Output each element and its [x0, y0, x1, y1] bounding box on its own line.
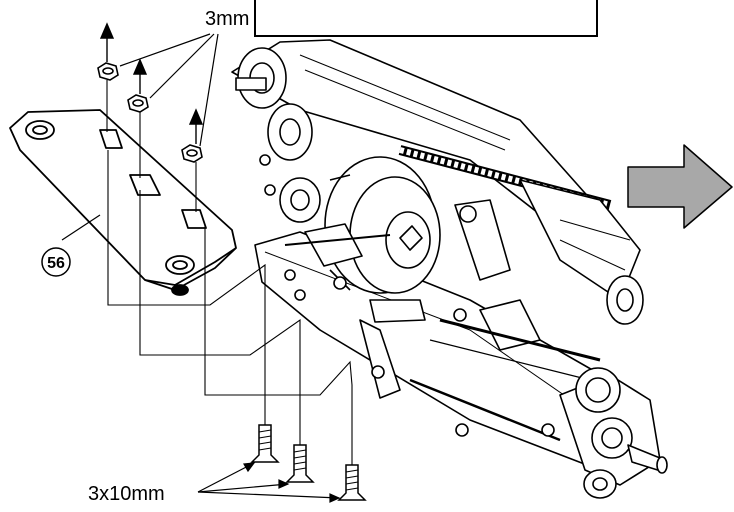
- cover-plate: [9, 109, 237, 296]
- instruction-box: [254, 0, 598, 37]
- nut-size-label: 3mm: [205, 8, 249, 30]
- part-leader-line: [61, 214, 101, 241]
- nut-guide-lines: [106, 80, 197, 212]
- flat-head-screw-icon: [285, 444, 315, 483]
- screw-group: [250, 424, 367, 501]
- part-number-label: 56: [47, 255, 65, 272]
- hex-nut-icon: [97, 62, 119, 81]
- flat-head-screw-icon: [250, 424, 280, 463]
- hex-nut-icon: [181, 144, 203, 163]
- mounting-guide-lines: [107, 150, 353, 396]
- right-arrow-icon: [627, 144, 733, 229]
- chassis-assembly: [231, 39, 668, 499]
- nut-group: [97, 62, 203, 163]
- screw-guide-lines: [264, 300, 353, 465]
- lift-arrows: [99, 22, 204, 144]
- part-number-callout: [41, 247, 71, 277]
- flat-head-screw-icon: [337, 464, 367, 501]
- hex-nut-icon: [127, 94, 149, 113]
- nut-size-leaders: [119, 33, 219, 147]
- screw-size-label: 3x10mm: [88, 483, 165, 505]
- screw-size-leaders: [197, 462, 341, 503]
